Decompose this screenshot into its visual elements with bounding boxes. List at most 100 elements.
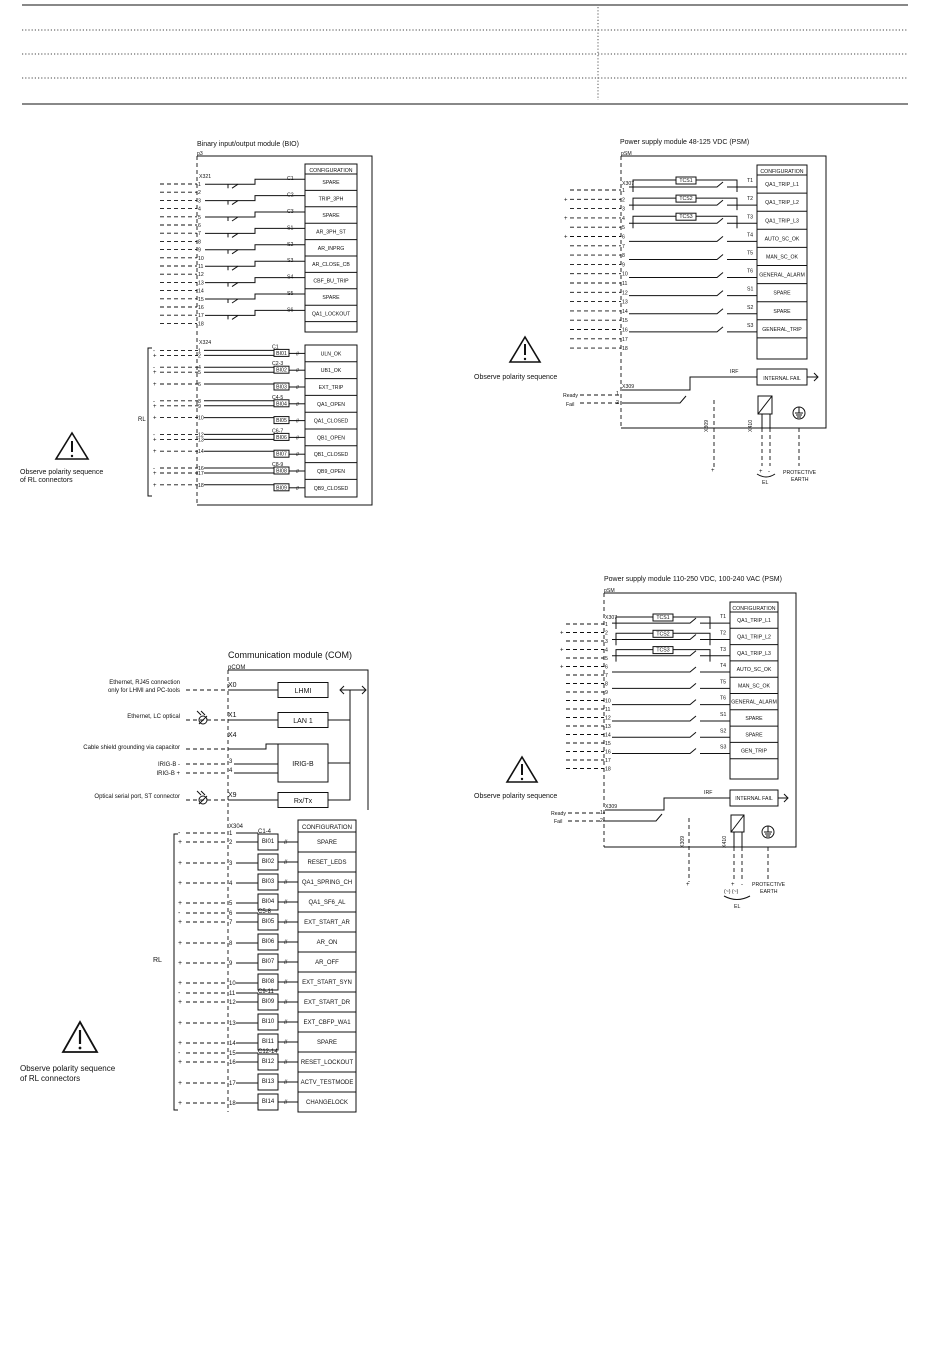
com-polarity-mark: + — [178, 1059, 182, 1066]
bio-polarity-mark: + — [153, 370, 157, 376]
psm2-pe-1: PROTECTIVE — [752, 882, 786, 888]
com-connector-label: X9 — [228, 792, 237, 799]
com-input-label: AR_OFF — [315, 960, 339, 966]
psm1-x410: X410 — [748, 420, 754, 432]
psm1-pin: 2 — [622, 197, 625, 203]
svg-text:-: - — [741, 882, 743, 888]
com-port-desc: Cable shield grounding via capacitor — [83, 745, 180, 751]
psm2-polarity-mark: + — [560, 648, 564, 654]
psm1-ground-icon — [792, 406, 806, 466]
bio-polarity-mark: + — [153, 483, 157, 489]
psm1-pin: 11 — [622, 281, 627, 287]
bio-rl-label: RL — [138, 417, 146, 423]
psm2-pin: 1 — [605, 622, 608, 628]
com-input-label: EXT_START_DR — [304, 1000, 351, 1006]
bio-output-contact — [227, 314, 239, 320]
psm1-output-label: QA1_TRIP_L1 — [765, 182, 799, 188]
bio-output-pin: 15 — [198, 297, 204, 303]
com-bi-label: BI10 — [262, 1019, 275, 1025]
psm1-pin: 6 — [622, 235, 625, 241]
bio-output-contact — [227, 249, 239, 255]
psm2-pin: 8 — [605, 682, 608, 688]
com-input-pin: 9 — [229, 961, 233, 967]
com-input-pin: 12 — [229, 1000, 236, 1006]
psm2-output-contact — [612, 650, 730, 657]
bio-input-pin: 12 — [198, 432, 204, 438]
psm1-internal-fail: INTERNAL FAIL — [763, 376, 801, 382]
psm2-output-group: T6 — [720, 696, 726, 702]
psm2-ac: (~) (~) — [724, 889, 739, 895]
com-bi-label: BI11 — [262, 1039, 275, 1045]
bio-common-label: C1 — [272, 344, 279, 350]
psm1-polarity-mark: + — [564, 216, 568, 222]
bio-output-config-box — [304, 163, 358, 333]
com-irig-label: IRIG-B + — [156, 771, 180, 777]
psm1-output-group: S3 — [747, 323, 753, 329]
bio-input-pin: 1 — [198, 348, 201, 354]
psm1-el: EL — [762, 480, 768, 486]
psm2-tcs-label: TCS1 — [656, 615, 669, 621]
com-common-label: C9-11 — [258, 989, 275, 995]
psm1-output-group: T3 — [747, 214, 753, 220]
bio-polarity-mark: + — [153, 382, 157, 388]
bio-common-label: C4-5 — [272, 395, 283, 401]
optical-connector-icon — [196, 790, 208, 805]
bio-module-diagram: Binary input/output module (BIO) p3 CONF… — [138, 141, 373, 506]
psm1-title: Power supply module 48-125 VDC (PSM) — [620, 139, 749, 146]
com-bi-label: BI02 — [262, 859, 275, 865]
bio-polarity-mark: - — [153, 399, 155, 405]
bio-output-pin: 3 — [198, 198, 201, 204]
bio-optocoupler-mark: // — [296, 469, 299, 475]
bio-bi-label: BI08 — [276, 469, 287, 475]
com-bi-label: BI12 — [262, 1059, 275, 1065]
psm1-pe-1: PROTECTIVE — [783, 470, 817, 476]
psm2-pin: 6 — [605, 665, 608, 671]
com-input-pin: 3 — [229, 861, 233, 867]
com-connector-label: X4 — [228, 732, 237, 739]
psm1-output-label: QA1_TRIP_L2 — [765, 200, 799, 206]
com-common-label: C12-14 — [258, 1049, 278, 1055]
com-input-pin: 1 — [229, 831, 233, 837]
psm2-output-contact — [612, 731, 730, 738]
psm2-pin: 9 — [605, 690, 608, 696]
psm2-pin: 4 — [605, 648, 608, 654]
com-input-pin: 18 — [229, 1101, 236, 1107]
psm2-output-group: T1 — [720, 614, 726, 620]
psm1-pin: 17 — [622, 337, 628, 343]
bio-output-contact — [205, 293, 305, 300]
psm1-config-box — [756, 164, 808, 360]
com-input-pin: 16 — [229, 1060, 236, 1066]
psm2-tcs-wire — [615, 649, 711, 662]
psm1-output-label: GENERAL_TRIP — [762, 327, 802, 333]
psm2-output-label: SPARE — [745, 716, 763, 722]
com-polarity-mark: + — [178, 839, 182, 846]
bio-input-label: UB1_OK — [321, 368, 342, 374]
bio-input-pin: 13 — [198, 437, 204, 443]
psm1-pin: 13 — [622, 300, 628, 306]
com-bi-label: BI13 — [262, 1079, 275, 1085]
bio-output-pin: 11 — [198, 264, 203, 270]
psm2-output-label: GEN_TRIP — [741, 749, 767, 755]
bio-input-label: QA1_OPEN — [317, 402, 345, 408]
com-input-pin: 6 — [229, 911, 233, 917]
psm2-pin: 14 — [605, 733, 611, 739]
com-irig-label: IRIG-B - — [158, 762, 180, 768]
com-input-label: QA1_SF6_AL — [308, 900, 346, 906]
psm2-warning: Observe polarity sequence — [474, 793, 557, 800]
psm1-x309: X309 — [622, 384, 634, 390]
com-bi-label: BI06 — [262, 939, 275, 945]
psm2-el: EL — [734, 904, 740, 910]
psm1-output-group: T1 — [747, 178, 753, 184]
psm1-output-contact — [629, 308, 757, 315]
bio-optocoupler-mark: // — [296, 486, 299, 492]
psm2-output-label: GENERAL_ALARM — [731, 700, 777, 706]
com-optocoupler-mark: // — [284, 960, 288, 966]
com-input-label: EXT_START_SYN — [302, 980, 352, 986]
psm1-output-label: QA1_TRIP_L3 — [765, 218, 799, 224]
bio-output-pin: 7 — [198, 231, 201, 237]
optical-connector-icon — [198, 795, 208, 805]
com-bi-label: BI09 — [262, 999, 275, 1005]
com-port-desc: Optical serial port, ST connector — [94, 794, 180, 800]
psm1-pin: 15 — [622, 318, 628, 324]
